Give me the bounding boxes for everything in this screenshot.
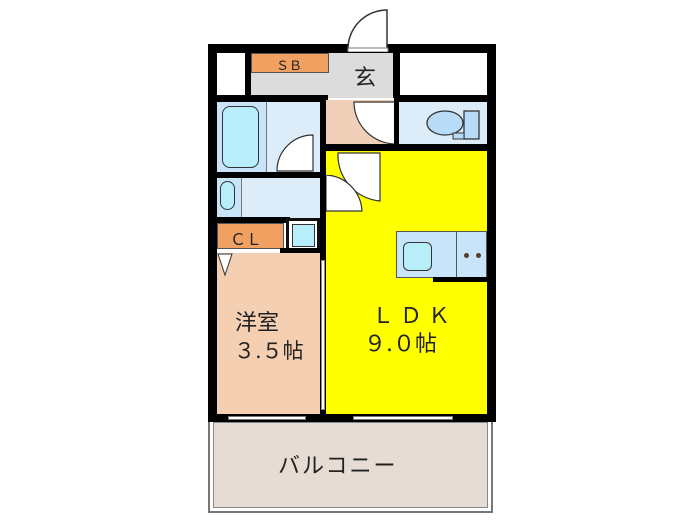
closet: ＣＬ [217, 223, 284, 249]
outer-wall-left [208, 44, 217, 422]
bath-door-icon [276, 134, 314, 172]
sb-label: ＳＢ [276, 59, 303, 74]
balcony: バルコニー [208, 418, 493, 513]
shoe-box: ＳＢ [251, 53, 329, 74]
ldk-label: ＬＤＫ [372, 304, 457, 329]
sink-icon [403, 242, 432, 271]
ldk-size-label: ９.０帖 [364, 332, 437, 357]
western-room-size-label: ３.５帖 [234, 339, 304, 363]
washroom-door-icon [326, 175, 363, 212]
balcony-label: バルコニー [278, 454, 398, 479]
cl-label: ＣＬ [230, 230, 263, 249]
entrance-label: 玄 [354, 66, 377, 91]
storage-top-left [217, 53, 245, 95]
entry-door-icon [347, 9, 389, 52]
outer-wall-right [487, 44, 496, 422]
window-ldk [353, 416, 453, 420]
window-western [228, 416, 306, 420]
sliding-door [321, 260, 325, 410]
toilet-door-icon [353, 101, 397, 145]
western-room-label: 洋室 [235, 311, 280, 336]
western-room [217, 253, 320, 414]
washing-machine-icon [292, 224, 315, 247]
storage-top-right [400, 53, 487, 95]
stove-icon-2 [476, 253, 481, 258]
closet-door-icon [217, 253, 233, 277]
toilet-icon [426, 110, 480, 140]
outer-wall-bottom [208, 414, 496, 422]
washbasin-icon [220, 181, 235, 210]
stove-icon [464, 253, 469, 258]
bathtub-icon [222, 106, 259, 168]
